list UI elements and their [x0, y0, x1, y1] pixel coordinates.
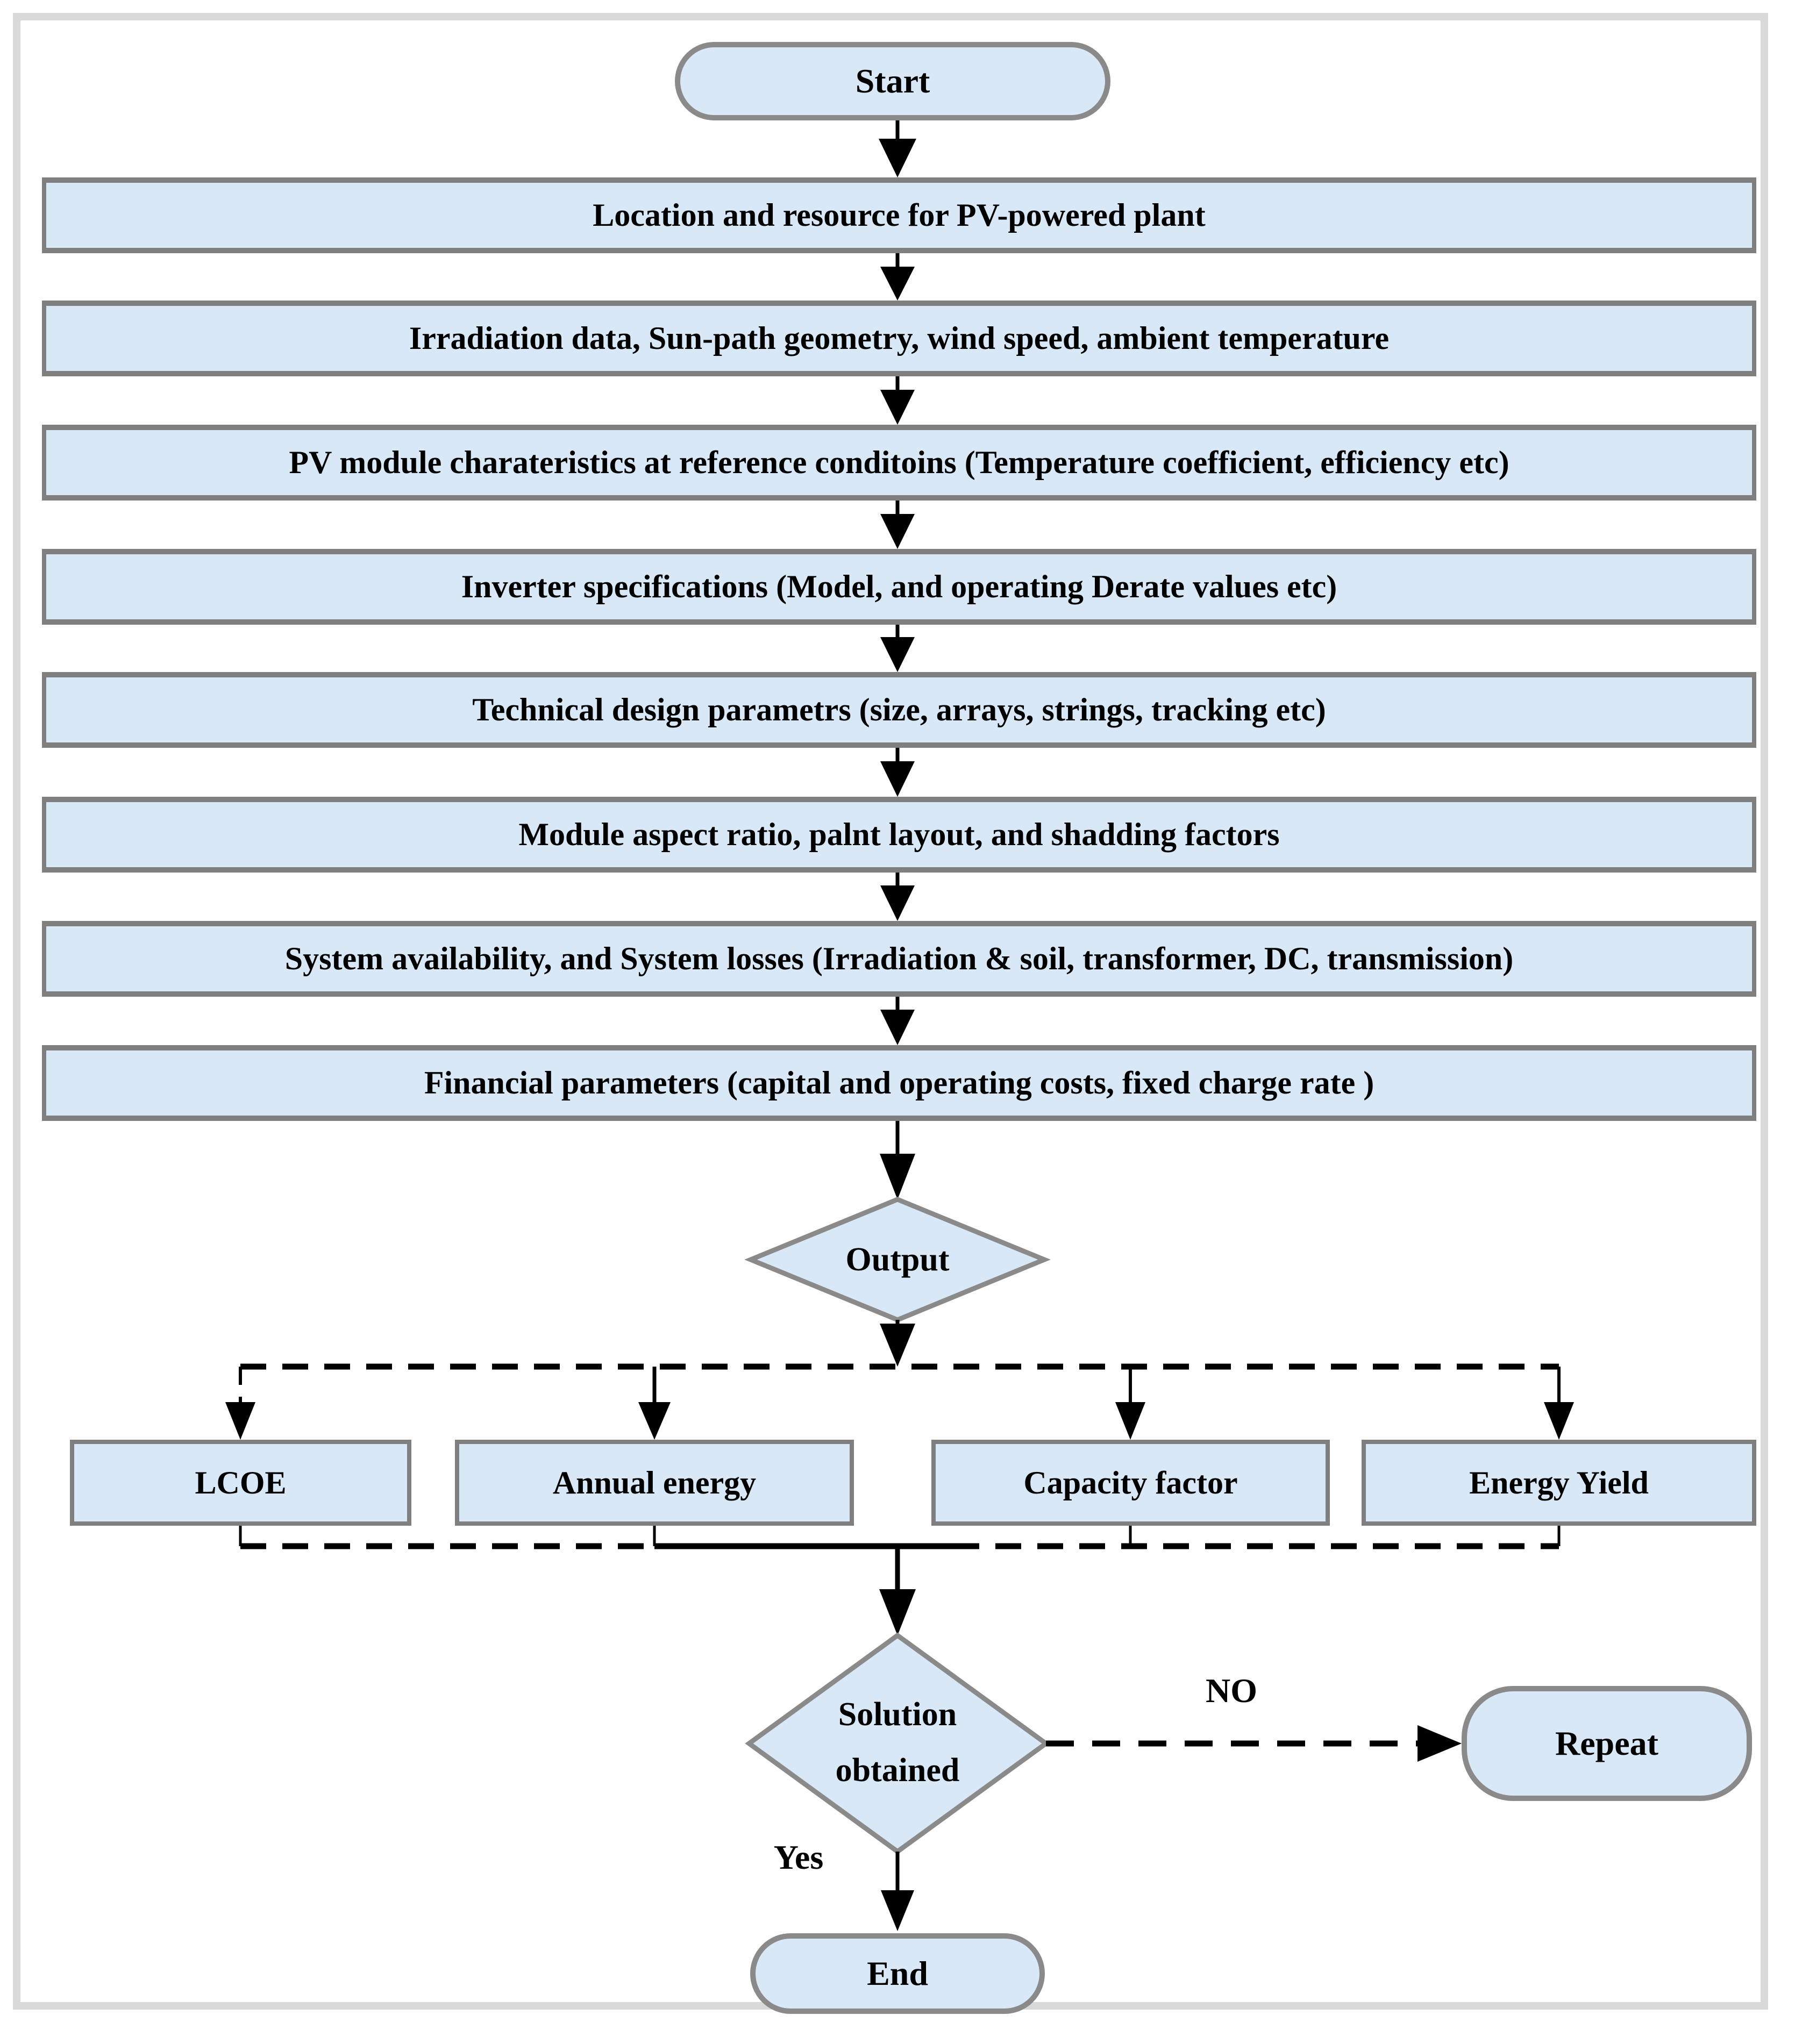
- solution-line2: obtained: [835, 1752, 960, 1789]
- arrow-step7-to-step8: [880, 997, 915, 1045]
- capacity-factor-label: Capacity factor: [1023, 1464, 1238, 1500]
- process-step-technical-design-parameters: Technical design parametrs (size, arrays…: [42, 672, 1756, 748]
- annual-energy-label: Annual energy: [552, 1464, 757, 1500]
- start-node: Start: [675, 42, 1110, 120]
- process-step-label: PV module charateristics at reference co…: [289, 445, 1509, 480]
- no-branch-label: NO: [1164, 1671, 1299, 1711]
- yes-text: Yes: [773, 1838, 824, 1876]
- end-label: End: [867, 1954, 928, 1992]
- outer-frame: [13, 13, 1768, 2010]
- process-step-label: Technical design parametrs (size, arrays…: [472, 692, 1326, 727]
- arrow-step3-to-step4: [880, 501, 915, 549]
- process-step-module-aspect-ratio: Module aspect ratio, palnt layout, and s…: [42, 797, 1756, 873]
- process-step-label: Irradiation data, Sun-path geometry, win…: [409, 320, 1390, 356]
- arrow-step5-to-step6: [880, 748, 915, 797]
- arrow-start-to-step1: [879, 119, 916, 177]
- annual-energy-box: Annual energy: [455, 1440, 854, 1526]
- process-step-location: Location and resource for PV-powered pla…: [42, 177, 1756, 253]
- no-dashed-arrow: [1046, 1725, 1462, 1762]
- process-step-system-availability: System availability, and System losses (…: [42, 921, 1756, 997]
- process-step-label: Inverter specifications (Model, and oper…: [461, 569, 1337, 604]
- arrow-step6-to-step7: [880, 873, 915, 921]
- energy-yield-label: Energy Yield: [1469, 1464, 1649, 1500]
- lcoe-label: LCOE: [195, 1464, 287, 1500]
- arrow-into-capacity-factor: [1115, 1367, 1145, 1440]
- solution-decision-label: Solution obtained: [763, 1686, 1032, 1798]
- process-step-financial-parameters: Financial parameters (capital and operat…: [42, 1045, 1756, 1121]
- no-text: NO: [1206, 1671, 1257, 1710]
- lcoe-box: LCOE: [70, 1440, 411, 1526]
- process-step-label: Financial parameters (capital and operat…: [424, 1065, 1374, 1100]
- solution-line1: Solution: [838, 1696, 957, 1733]
- arrow-output-to-distribution: [880, 1320, 915, 1367]
- process-step-label: Location and resource for PV-powered pla…: [593, 197, 1206, 233]
- arrow-step8-to-output: [880, 1121, 915, 1199]
- arrow-collector-to-solution: [879, 1546, 916, 1635]
- output-decision-label: Output: [790, 1237, 1005, 1282]
- arrow-into-annual-energy: [638, 1367, 671, 1440]
- process-step-pv-module-characteristics: PV module charateristics at reference co…: [42, 425, 1756, 501]
- arrow-step4-to-step5: [880, 625, 915, 672]
- start-label: Start: [855, 62, 930, 100]
- process-step-irradiation-data: Irradiation data, Sun-path geometry, win…: [42, 301, 1756, 376]
- end-node: End: [750, 1933, 1045, 2014]
- arrow-into-lcoe: [225, 1367, 255, 1440]
- capacity-factor-box: Capacity factor: [931, 1440, 1330, 1526]
- arrow-step2-to-step3: [880, 376, 915, 425]
- output-decision-text: Output: [845, 1241, 950, 1278]
- arrow-into-energy-yield: [1544, 1367, 1574, 1440]
- process-step-label: System availability, and System losses (…: [284, 941, 1514, 976]
- repeat-node: Repeat: [1462, 1686, 1752, 1801]
- arrow-step1-to-step2: [880, 253, 915, 301]
- repeat-label: Repeat: [1555, 1724, 1658, 1762]
- process-step-inverter-specifications: Inverter specifications (Model, and oper…: [42, 549, 1756, 625]
- process-step-label: Module aspect ratio, palnt layout, and s…: [518, 817, 1280, 852]
- yes-branch-label: Yes: [729, 1838, 868, 1877]
- yes-arrow: [881, 1852, 914, 1931]
- energy-yield-box: Energy Yield: [1362, 1440, 1756, 1526]
